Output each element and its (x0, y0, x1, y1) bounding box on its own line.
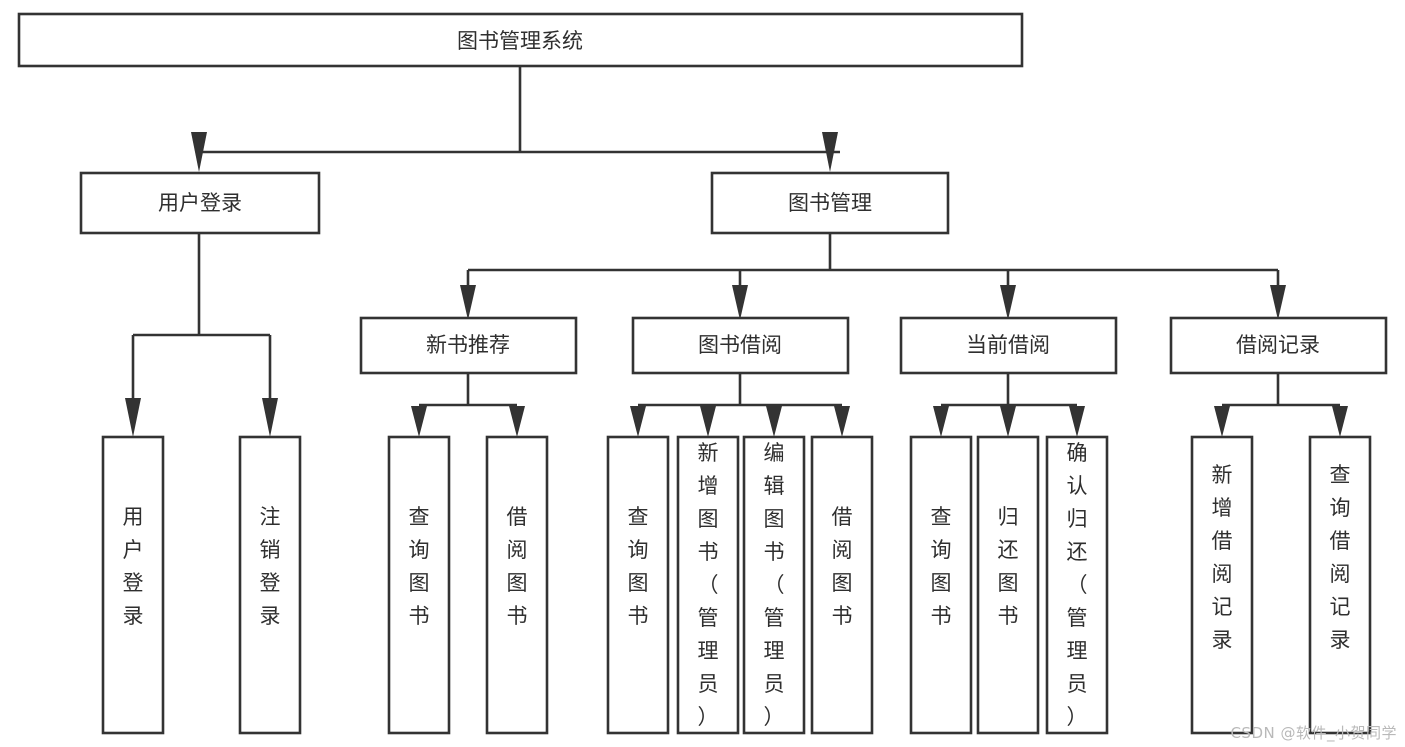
node-leaf-add-record-box[interactable] (1190, 435, 1254, 735)
node-root-box[interactable] (17, 12, 1024, 68)
node-leaf-borrow-book-1-label: 借阅图书 (507, 505, 528, 628)
arrowhead-leaf-add-book (700, 406, 716, 437)
node-leaf-add-book-label: 新增图书（管理员） (698, 441, 719, 729)
node-leaf-return-book[interactable]: 归还图书 (976, 435, 1040, 735)
arrowhead-leaf-edit-book (766, 406, 782, 437)
node-book-borrow-box[interactable] (631, 316, 850, 375)
node-leaf-add-record[interactable]: 新增借阅记录 (1190, 435, 1254, 735)
arrowhead-borrow-record (1270, 285, 1286, 320)
node-leaf-query-book-1-box[interactable] (387, 435, 451, 735)
node-leaf-add-book-box[interactable] (676, 435, 740, 735)
arrowhead-leaf-confirm-return (1069, 406, 1085, 437)
node-user-login-label: 用户登录 (158, 191, 242, 215)
node-leaf-edit-book[interactable]: 编辑图书（管理员） (742, 435, 806, 735)
csdn-watermark: CSDN @软件_小贺同学 (1230, 724, 1397, 742)
arrowhead-leaf-borrow-book-2 (834, 406, 850, 437)
node-leaf-logout[interactable]: 注销登录 (238, 435, 302, 735)
arrowhead-new-book-rec (460, 285, 476, 320)
node-root-label: 图书管理系统 (457, 29, 583, 53)
node-leaf-edit-book-box[interactable] (742, 435, 806, 735)
arrowhead-leaf-borrow-book-1 (509, 406, 525, 437)
node-leaf-return-book-box[interactable] (976, 435, 1040, 735)
node-leaf-user-login-label: 用户登录 (123, 505, 144, 628)
node-leaf-logout-label: 注销登录 (260, 505, 281, 628)
node-leaf-borrow-book-2[interactable]: 借阅图书 (810, 435, 874, 735)
node-leaf-query-book-1-label: 查询图书 (409, 505, 430, 628)
node-book-manage-box[interactable] (710, 171, 950, 235)
node-leaf-query-book-1[interactable]: 查询图书 (387, 435, 451, 735)
node-current-borrow-box[interactable] (899, 316, 1118, 375)
node-root[interactable]: 图书管理系统 (17, 12, 1024, 68)
node-leaf-query-book-3-box[interactable] (909, 435, 973, 735)
arrowhead-leaf-query-book-1 (411, 406, 427, 437)
arrowhead-user-login (191, 132, 207, 172)
node-book-borrow-label: 图书借阅 (698, 333, 782, 357)
node-leaf-query-record-box[interactable] (1308, 435, 1372, 735)
arrowhead-leaf-user-login (125, 398, 141, 437)
node-leaf-borrow-book-1[interactable]: 借阅图书 (485, 435, 549, 735)
node-leaf-query-book-2-label: 查询图书 (628, 505, 649, 628)
node-leaf-borrow-book-2-label: 借阅图书 (832, 505, 853, 628)
node-leaf-user-login[interactable]: 用户登录 (101, 435, 165, 735)
node-book-manage[interactable]: 图书管理 (710, 171, 950, 235)
node-leaf-query-book-2-box[interactable] (606, 435, 670, 735)
node-leaf-query-book-3-label: 查询图书 (931, 505, 952, 628)
node-new-book-rec[interactable]: 新书推荐 (359, 316, 578, 375)
node-book-manage-label: 图书管理 (788, 191, 872, 215)
arrowhead-leaf-query-book-2 (630, 406, 646, 437)
arrowhead-book-borrow (732, 285, 748, 320)
node-leaf-query-record-label: 查询借阅记录 (1330, 463, 1351, 652)
node-new-book-rec-box[interactable] (359, 316, 578, 375)
node-leaf-borrow-book-1-box[interactable] (485, 435, 549, 735)
node-new-book-rec-label: 新书推荐 (426, 333, 510, 357)
node-leaf-query-book-2[interactable]: 查询图书 (606, 435, 670, 735)
node-user-login[interactable]: 用户登录 (79, 171, 321, 235)
node-leaf-add-book[interactable]: 新增图书（管理员） (676, 435, 740, 735)
node-leaf-confirm-return[interactable]: 确认归还（管理员） (1045, 435, 1109, 735)
node-leaf-add-record-label: 新增借阅记录 (1212, 463, 1233, 652)
node-borrow-record[interactable]: 借阅记录 (1169, 316, 1388, 375)
node-current-borrow-label: 当前借阅 (966, 333, 1050, 357)
node-current-borrow[interactable]: 当前借阅 (899, 316, 1118, 375)
node-leaf-return-book-label: 归还图书 (998, 505, 1019, 628)
node-leaf-edit-book-label: 编辑图书（管理员） (764, 441, 785, 729)
arrowhead-leaf-add-record (1214, 406, 1230, 437)
node-borrow-record-box[interactable] (1169, 316, 1388, 375)
arrowhead-current-borrow (1000, 285, 1016, 320)
arrowhead-leaf-return-book (1000, 406, 1016, 437)
node-user-login-box[interactable] (79, 171, 321, 235)
arrowhead-book-manage (822, 132, 838, 172)
connector-layer (125, 66, 1348, 437)
node-leaf-query-book-3[interactable]: 查询图书 (909, 435, 973, 735)
node-borrow-record-label: 借阅记录 (1236, 333, 1320, 357)
node-leaf-confirm-return-box[interactable] (1045, 435, 1109, 735)
node-leaf-user-login-box[interactable] (101, 435, 165, 735)
node-leaf-logout-box[interactable] (238, 435, 302, 735)
node-book-borrow[interactable]: 图书借阅 (631, 316, 850, 375)
arrowhead-leaf-query-record (1332, 406, 1348, 437)
arrowhead-leaf-query-book-3 (933, 406, 949, 437)
node-leaf-query-record[interactable]: 查询借阅记录 (1308, 435, 1372, 735)
node-leaf-confirm-return-label: 确认归还（管理员） (1067, 441, 1088, 729)
node-leaf-borrow-book-2-box[interactable] (810, 435, 874, 735)
arrowhead-leaf-logout (262, 398, 278, 437)
